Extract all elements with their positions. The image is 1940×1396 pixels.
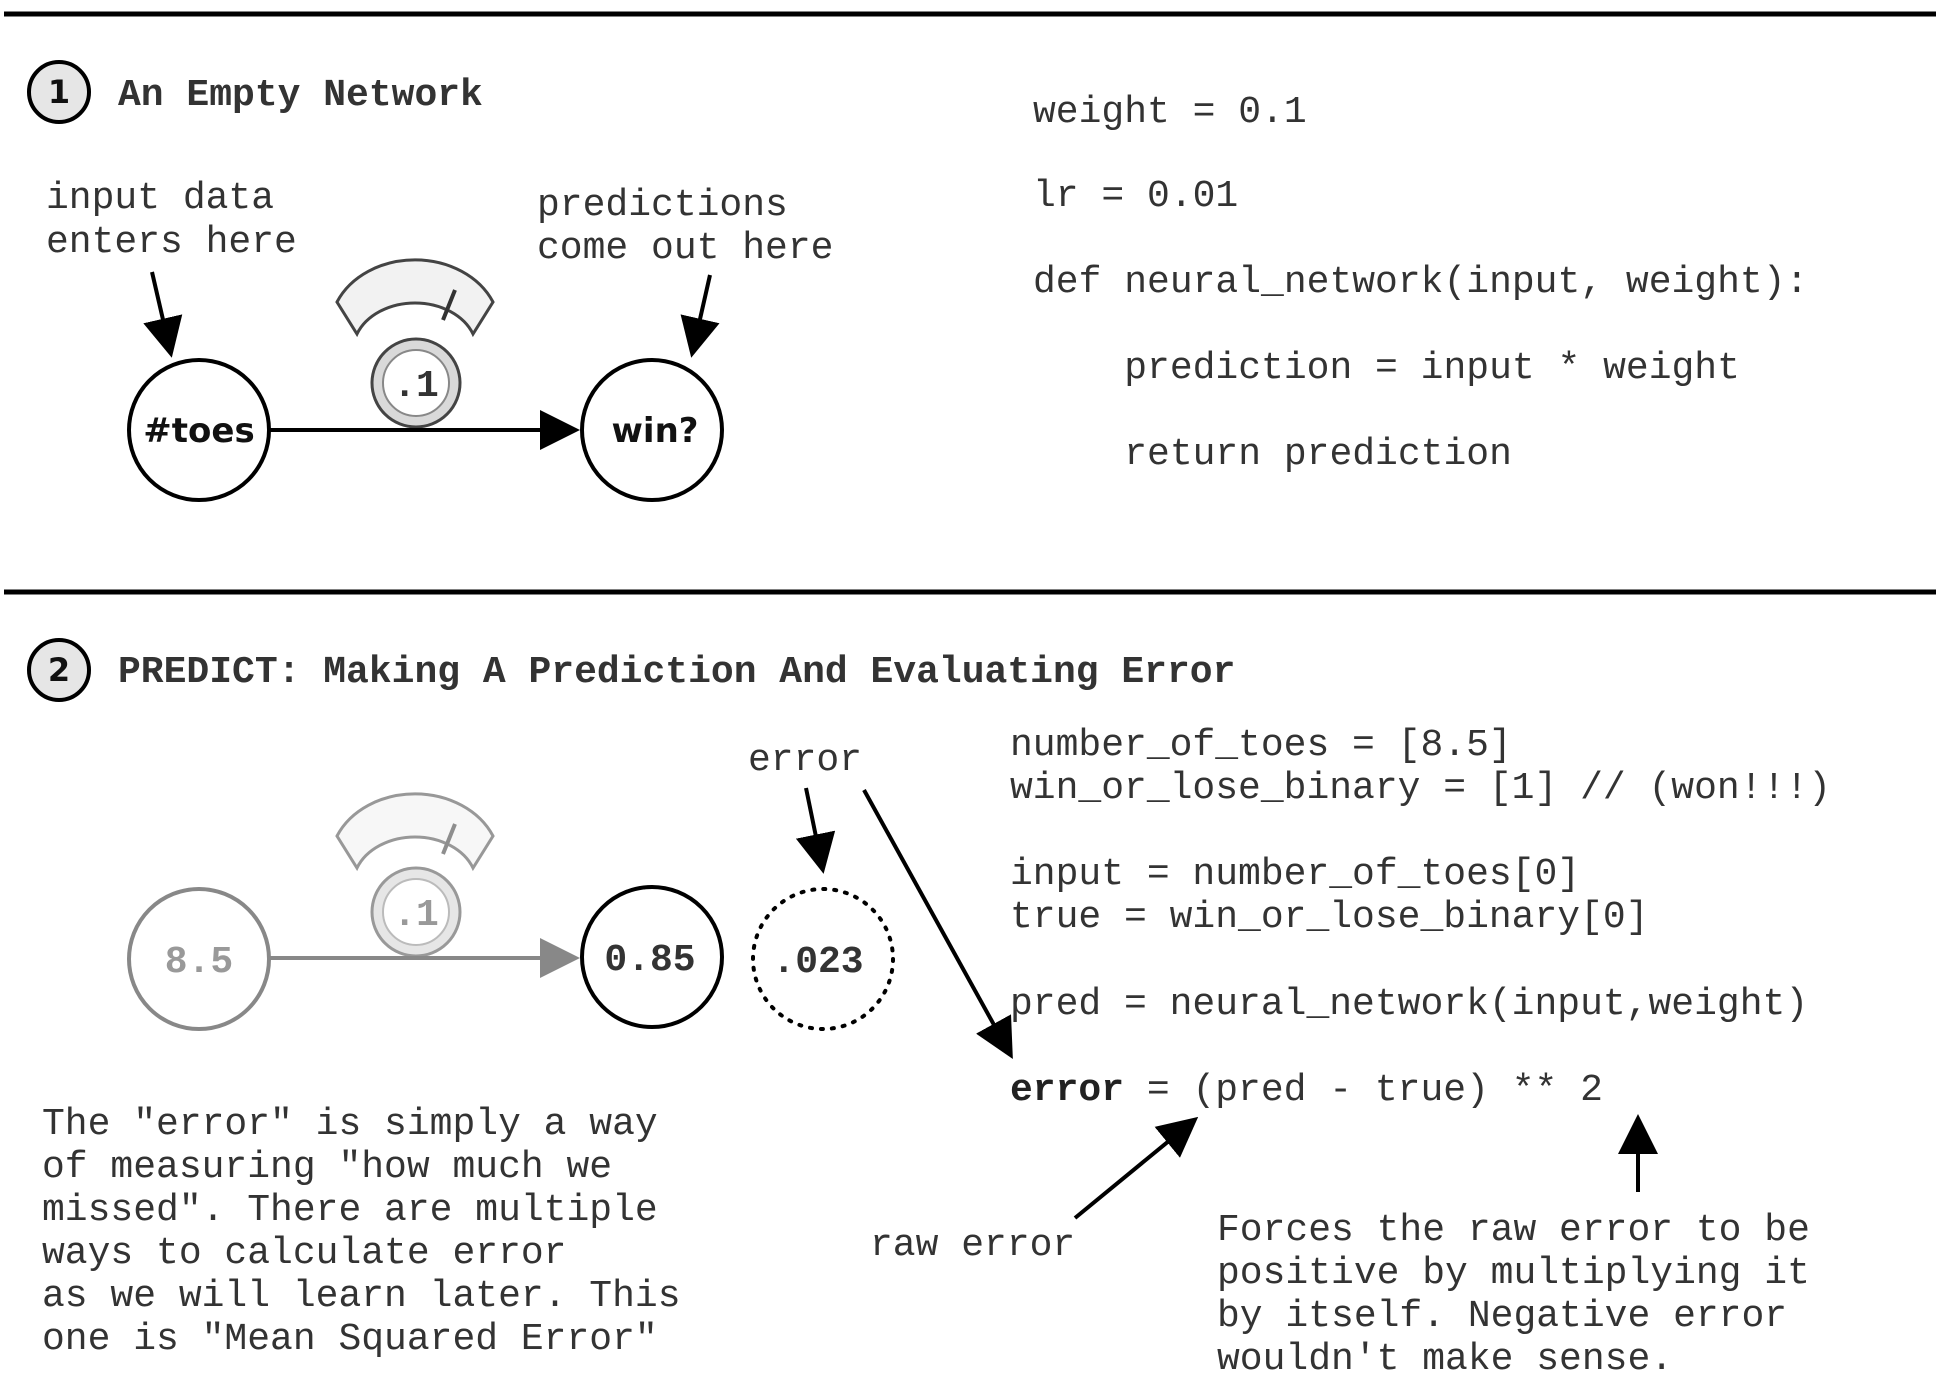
- raw-error-annotation: raw error: [870, 1224, 1075, 1267]
- code-line-3: def neural_network(input, weight):: [1033, 261, 1808, 304]
- prediction-node-value: 0.85: [604, 939, 695, 982]
- square-note-line-4: wouldn't make sense.: [1217, 1338, 1673, 1381]
- square-note-line-1: Forces the raw error to be: [1217, 1209, 1810, 1252]
- explanation-line-4: ways to calculate error: [42, 1232, 567, 1275]
- error-annotation-arrow-long: [862, 789, 1013, 1059]
- error-keyword: error: [1010, 1069, 1124, 1112]
- step-2-number: 2: [48, 651, 70, 689]
- step-1-number: 1: [48, 73, 70, 111]
- code2-line-2: win_or_lose_binary = [1] // (won!!!): [1010, 767, 1831, 810]
- weight-knob-faded-inner: [382, 878, 450, 946]
- section-1-title: An Empty Network: [118, 74, 483, 117]
- error-node-value: .023: [772, 941, 863, 984]
- explanation-line-6: one is "Mean Squared Error": [42, 1318, 658, 1361]
- code2-line-1: number_of_toes = [8.5]: [1010, 724, 1512, 767]
- output-node: [580, 358, 724, 502]
- weight-value: .1: [393, 365, 439, 408]
- step-2-badge: [27, 638, 91, 702]
- square-note-line-2: positive by multiplying it: [1217, 1252, 1810, 1295]
- error-node: [751, 887, 895, 1031]
- input-annotation-line-2: enters here: [46, 221, 297, 264]
- code-line-5: return prediction: [1033, 433, 1512, 476]
- code-line-4: prediction = input * weight: [1033, 347, 1740, 390]
- output-annotation-line-1: predictions: [537, 184, 788, 227]
- code2-line-5: pred = neural_network(input,weight): [1010, 983, 1808, 1026]
- code2-error-line: error = (pred - true) ** 2: [1010, 1069, 1603, 1112]
- weight-value-faded: .1: [393, 894, 439, 937]
- error-annotation: error: [748, 739, 862, 782]
- code-line-2: lr = 0.01: [1033, 175, 1238, 218]
- raw-error-arrow: [1073, 1116, 1199, 1220]
- output-annotation-line-2: come out here: [537, 227, 833, 270]
- explanation-line-3: missed". There are multiple: [42, 1189, 658, 1232]
- explanation-line-5: as we will learn later. This: [42, 1275, 681, 1318]
- prediction-node: [580, 885, 724, 1029]
- code2-line-4: true = win_or_lose_binary[0]: [1010, 896, 1649, 939]
- step-1-badge: [27, 60, 91, 124]
- input-node: [127, 358, 271, 502]
- input-node-label: #toes: [143, 411, 254, 451]
- section-2: 2 PREDICT: Making A Prediction And Evalu…: [27, 638, 1831, 1381]
- weight-gauge-faded-icon: [335, 792, 495, 872]
- output-annotation-arrow: [680, 274, 720, 358]
- code-line-1: weight = 0.1: [1033, 91, 1307, 134]
- input-annotation-arrow: [143, 271, 183, 358]
- input-node-value: 8.5: [165, 941, 233, 984]
- section-1: 1 An Empty Network input data enters her…: [27, 60, 1808, 502]
- output-node-label: win?: [612, 411, 699, 451]
- code2-line-3: input = number_of_toes[0]: [1010, 853, 1580, 896]
- explanation-line-1: The "error" is simply a way: [42, 1103, 658, 1146]
- weight-knob-inner: [382, 349, 450, 417]
- weight-gauge-icon: [335, 258, 495, 338]
- input-annotation-line-1: input data: [46, 177, 274, 220]
- section-2-title: PREDICT: Making A Prediction And Evaluat…: [118, 651, 1235, 694]
- error-annotation-arrow-short: [795, 787, 836, 874]
- error-formula: = (pred - true) ** 2: [1124, 1069, 1603, 1112]
- explanation-line-2: of measuring "how much we: [42, 1146, 612, 1189]
- input-node-faded: [127, 887, 271, 1031]
- square-note-line-3: by itself. Negative error: [1217, 1295, 1787, 1338]
